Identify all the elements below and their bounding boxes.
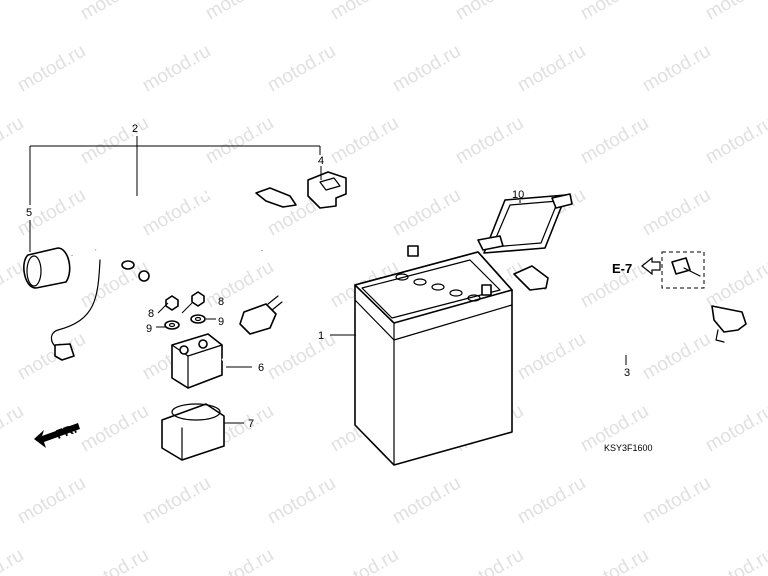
watermark-text: motod.ru bbox=[202, 113, 277, 169]
watermark-text: motod.ru bbox=[327, 113, 402, 169]
watermark-text: motod.ru bbox=[514, 329, 589, 385]
negative-cable bbox=[513, 265, 747, 374]
watermark-text: motod.ru bbox=[639, 473, 714, 529]
watermark-text: motod.ru bbox=[77, 401, 152, 457]
watermark-text: motod.ru bbox=[764, 329, 768, 385]
watermark-text: motod.ru bbox=[327, 0, 402, 24]
watermark-text: motod.ru bbox=[764, 185, 768, 241]
watermark-text: motod.ru bbox=[77, 545, 152, 576]
watermark-text: motod.ru bbox=[514, 41, 589, 97]
watermark-text: motod.ru bbox=[202, 545, 277, 576]
watermark-text: motod.ru bbox=[77, 113, 152, 169]
watermark-text: motod.ru bbox=[0, 401, 27, 457]
watermark-text: motod.ru bbox=[702, 113, 768, 169]
callout-1: 1 bbox=[318, 330, 324, 342]
battery-cells bbox=[395, 245, 492, 302]
callout-8-left: 8 bbox=[148, 308, 154, 320]
watermark-text: motod.ru bbox=[139, 41, 214, 97]
callout-2: 2 bbox=[132, 123, 138, 135]
watermark-text: motod.ru bbox=[0, 545, 27, 576]
watermark-text: motod.ru bbox=[702, 545, 768, 576]
watermark-text: motod.ru bbox=[14, 41, 89, 97]
watermark-text: motod.ru bbox=[202, 0, 277, 24]
watermark-text: motod.ru bbox=[577, 0, 652, 24]
watermark-text: motod.ru bbox=[139, 185, 214, 241]
nuts-and-washers bbox=[164, 291, 206, 330]
watermark-text: motod.ru bbox=[264, 41, 339, 97]
reference-arrow-icon bbox=[641, 256, 661, 276]
watermark-text: motod.ru bbox=[14, 473, 89, 529]
starter-relay bbox=[171, 295, 283, 389]
watermark-text: motod.ru bbox=[639, 329, 714, 385]
watermark-text: motod.ru bbox=[139, 473, 214, 529]
watermark-text: motod.ru bbox=[0, 113, 27, 169]
callout-6: 6 bbox=[258, 362, 264, 374]
callout-9-left: 9 bbox=[146, 323, 152, 335]
watermark-text: motod.ru bbox=[0, 0, 27, 24]
watermark-text: motod.ru bbox=[452, 545, 527, 576]
callout-4: 4 bbox=[318, 155, 324, 167]
battery-band bbox=[477, 193, 573, 254]
watermark-text: motod.ru bbox=[327, 545, 402, 576]
battery bbox=[354, 245, 513, 466]
relay-cover bbox=[161, 403, 225, 461]
watermark-text: motod.ru bbox=[514, 473, 589, 529]
watermark-text: motod.ru bbox=[389, 473, 464, 529]
watermark-text: motod.ru bbox=[639, 41, 714, 97]
front-marker: FR. bbox=[54, 421, 79, 442]
watermark-text: motod.ru bbox=[77, 0, 152, 24]
callout-8-right: 8 bbox=[218, 296, 224, 308]
watermark-text: motod.ru bbox=[702, 401, 768, 457]
watermark-text: motod.ru bbox=[389, 185, 464, 241]
callout-5: 5 bbox=[26, 207, 32, 219]
watermark-text: motod.ru bbox=[764, 473, 768, 529]
callout-3: 3 bbox=[624, 367, 630, 379]
callout-7: 7 bbox=[248, 418, 254, 430]
watermark-text: motod.ru bbox=[389, 41, 464, 97]
reference-label: E-7 bbox=[612, 261, 632, 276]
starter-cable bbox=[50, 187, 297, 361]
front-arrow-icon bbox=[34, 423, 80, 448]
diagram-code: KSY3F1600 bbox=[604, 443, 653, 453]
callout-9-right: 9 bbox=[218, 316, 224, 328]
watermark-text: motod.ru bbox=[577, 545, 652, 576]
watermark-text: motod.ru bbox=[452, 0, 527, 24]
watermark-text: motod.ru bbox=[577, 113, 652, 169]
callout-labels: 2 4 5 10 1 8 8 9 9 6 7 3 E-7 KSY3F1600 F… bbox=[26, 123, 653, 453]
watermark-text: motod.ru bbox=[702, 257, 768, 313]
watermark-text: motod.ru bbox=[264, 473, 339, 529]
watermark-text: motod.ru bbox=[764, 41, 768, 97]
positive-terminal-cover bbox=[307, 171, 347, 209]
callout-10: 10 bbox=[512, 189, 524, 201]
leader-lines bbox=[29, 136, 627, 424]
watermark-text: motod.ru bbox=[264, 329, 339, 385]
mounting-bolt bbox=[661, 251, 705, 289]
watermark-text: motod.ru bbox=[77, 257, 152, 313]
watermark-text: motod.ru bbox=[702, 0, 768, 24]
terminal-cover bbox=[23, 247, 71, 289]
watermark-text: motod.ru bbox=[452, 113, 527, 169]
watermark-text: motod.ru bbox=[639, 185, 714, 241]
